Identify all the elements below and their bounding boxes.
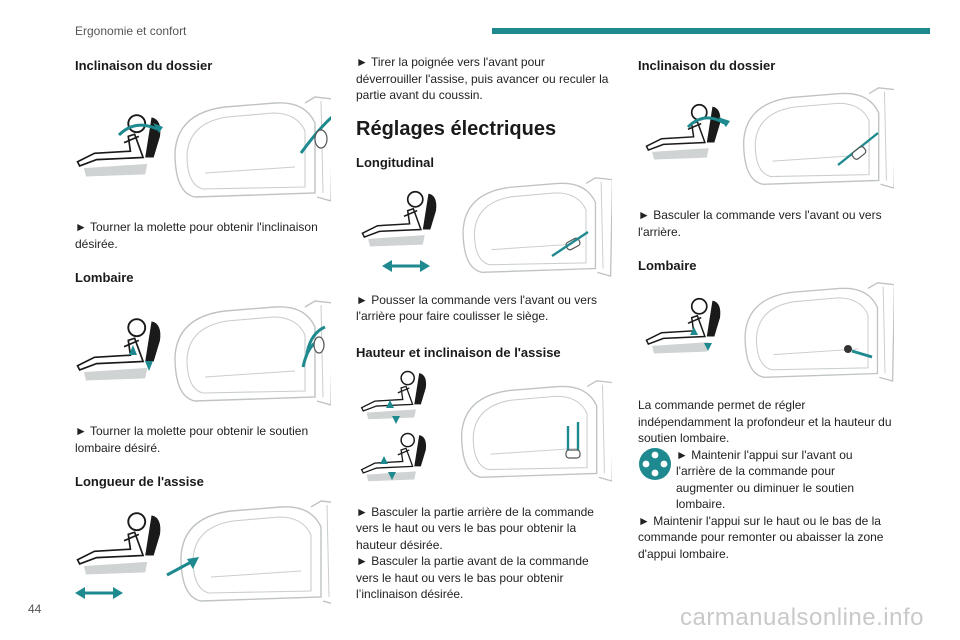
page-number: 44: [28, 602, 42, 616]
text-lumbar-depth: ► Maintenir l'appui sur l'avant ou l'arr…: [676, 447, 855, 512]
text-backrest-tilt-electric: ► Basculer la commande vers l'avant ou v…: [638, 208, 882, 239]
figure-backrest-tilt-electric: [645, 87, 894, 189]
heading-lumbar-electric: Lombaire: [638, 258, 697, 273]
figure-seat-height-tilt: [360, 370, 612, 482]
heading-longitudinal: Longitudinal: [356, 154, 434, 170]
text-seat-height: ► Basculer la partie arrière de la comma…: [356, 504, 594, 552]
text-lumbar-intro: La commande permet de régler indépendamm…: [638, 398, 892, 445]
heading-seat-height-tilt: Hauteur et inclinaison de l'assise: [356, 344, 561, 360]
figure-longitudinal: [361, 176, 612, 277]
figure-seat-length: [75, 500, 331, 606]
column-2: ► Tirer la poignée vers l'avant pour dév…: [356, 54, 612, 603]
figure-lumbar-electric: [645, 282, 894, 382]
four-way-control-icon: [639, 447, 671, 480]
header-section-title: Ergonomie et confort: [75, 24, 187, 38]
text-backrest-tilt: ► Tourner la molette pour obtenir l'incl…: [75, 220, 318, 251]
text-seat-tilt: ► Basculer la partie avant de la command…: [356, 554, 589, 601]
text-longitudinal: ► Pousser la commande vers l'avant ou ve…: [356, 292, 597, 324]
watermark: carmanualsonline.info: [680, 604, 924, 631]
column-1: Inclinaison du dossier ► Tourner la mole…: [75, 54, 331, 609]
text-lumbar: ► Tourner la molette pour obtenir le sou…: [75, 424, 309, 455]
heading-lumbar: Lombaire: [75, 270, 134, 285]
heading-backrest-tilt: Inclinaison du dossier: [75, 58, 213, 73]
column-3: Inclinaison du dossier ► Basculer la com…: [638, 54, 894, 562]
heading-seat-length: Longueur de l'assise: [75, 474, 204, 489]
lumbar-instruction-row: ► Maintenir l'appui sur l'avant ou l'arr…: [638, 447, 894, 513]
text-lumbar-height: ► Maintenir l'appui sur le haut ou le ba…: [638, 513, 884, 561]
heading-electric-settings: Réglages électriques: [356, 117, 557, 140]
header-accent-bar: [492, 28, 930, 34]
heading-backrest-tilt-electric: Inclinaison du dossier: [638, 58, 776, 73]
figure-lumbar: [76, 300, 331, 406]
text-pull-handle: ► Tirer la poignée vers l'avant pour dév…: [356, 55, 609, 102]
figure-backrest-tilt: [76, 96, 331, 202]
